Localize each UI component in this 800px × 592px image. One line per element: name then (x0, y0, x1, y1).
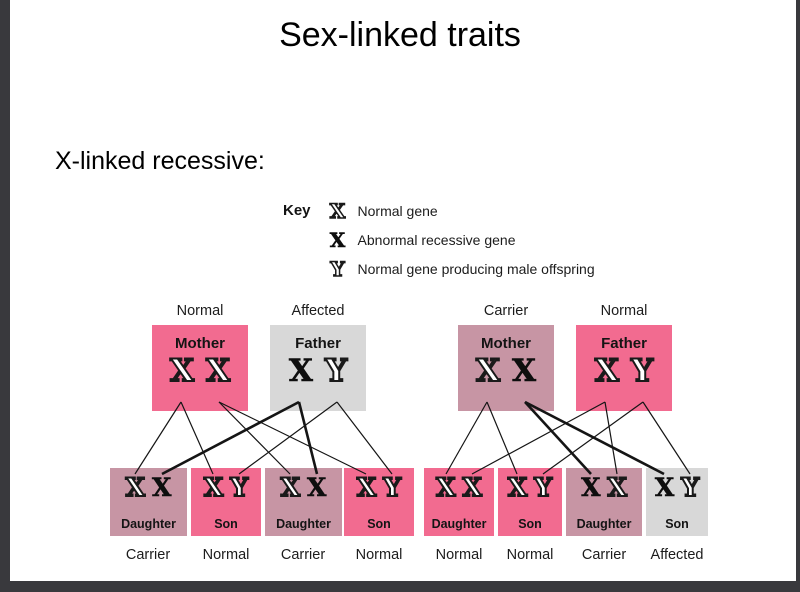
gene-letter: X (475, 353, 501, 389)
gene-letter: X (435, 473, 456, 502)
parent-box-mother: Mother X X (152, 325, 248, 411)
gene-pair: X X (581, 473, 628, 502)
gene-pair: X X (169, 353, 231, 389)
child-role: Daughter (576, 517, 632, 531)
gene-letter: X (125, 473, 146, 502)
subtitle-x-linked-recessive: X-linked recessive: (55, 147, 265, 175)
y-gene-icon: Y (330, 257, 346, 281)
key-label: Key (283, 202, 311, 219)
gene-letter: X (606, 473, 627, 502)
child-box-daughter: X X Daughter (424, 468, 494, 536)
key-item-normal-gene: X Normal gene (327, 198, 595, 224)
gene-pair: X X (435, 473, 483, 502)
gene-letter: X (280, 473, 301, 502)
child-status-label: Normal (355, 547, 403, 563)
gene-pair: X Y (507, 473, 553, 502)
gene-letter: X (205, 353, 231, 389)
parent-status-label: Normal (176, 303, 224, 319)
child-status-label: Carrier (280, 547, 326, 563)
key-item-y-gene: Y Normal gene producing male offspring (327, 256, 595, 282)
gene-pair: X X (475, 353, 537, 389)
child-status-label: Normal (202, 547, 250, 563)
gene-pair: X Y (203, 473, 249, 502)
gene-letter: X (152, 473, 172, 502)
child-box-son: X Y Son (498, 468, 562, 536)
gene-letter: X (288, 353, 314, 389)
child-role: Son (518, 517, 542, 531)
child-box-daughter: X X Daughter (110, 468, 187, 536)
parent-role: Father (601, 335, 647, 352)
gene-letter: X (461, 473, 482, 502)
child-box-son: X Y Son (646, 468, 708, 536)
gene-letter: Y (533, 473, 553, 502)
child-role: Daughter (121, 517, 176, 531)
gene-letter: Y (229, 473, 249, 502)
child-role: Daughter (276, 517, 331, 531)
child-status-label: Carrier (581, 547, 627, 563)
parent-status-label: Carrier (483, 303, 529, 319)
parent-box-mother: Mother X X (458, 325, 554, 411)
gene-letter: X (581, 473, 601, 502)
key-legend: Key X Normal gene X Abnormal recessive g… (283, 198, 595, 282)
child-status-label: Normal (506, 547, 554, 563)
child-role: Son (367, 517, 391, 531)
child-role: Daughter (431, 517, 487, 531)
parent-status-label: Normal (600, 303, 648, 319)
gene-pair: X Y (594, 353, 654, 389)
gene-letter: Y (382, 473, 402, 502)
gene-letter: X (203, 473, 224, 502)
gene-letter: Y (630, 353, 654, 389)
child-box-daughter: X X Daughter (566, 468, 642, 536)
gene-letter: Y (324, 353, 348, 389)
key-item-text: Normal gene producing male offspring (357, 261, 595, 277)
gene-pair: X Y (356, 473, 402, 502)
key-item-text: Abnormal recessive gene (357, 232, 516, 248)
parent-role: Mother (481, 335, 531, 352)
gene-letter: Y (680, 473, 700, 502)
gene-pair: X X (125, 473, 172, 502)
gene-pair: X Y (288, 353, 349, 389)
child-box-son: X Y Son (191, 468, 261, 536)
gene-pair: X Y (654, 473, 701, 502)
parent-box-father: Father X Y (270, 325, 366, 411)
child-status-label: Affected (650, 547, 704, 563)
normal-gene-icon: X (329, 199, 346, 223)
parent-role: Father (295, 335, 341, 352)
child-role: Son (214, 517, 238, 531)
child-box-daughter: X X Daughter (265, 468, 342, 536)
gene-letter: X (169, 353, 195, 389)
child-status-label: Carrier (125, 547, 171, 563)
gene-letter: X (512, 353, 537, 389)
child-box-son: X Y Son (344, 468, 414, 536)
child-role: Son (665, 517, 689, 531)
key-item-text: Normal gene (357, 203, 438, 219)
parent-status-label: Affected (291, 303, 345, 319)
abnormal-gene-icon: X (329, 228, 346, 252)
parent-role: Mother (175, 335, 225, 352)
gene-letter: X (356, 473, 377, 502)
page-title: Sex-linked traits (279, 16, 521, 54)
key-items: X Normal gene X Abnormal recessive gene … (327, 198, 595, 282)
gene-letter: X (594, 353, 620, 389)
child-status-label: Normal (435, 547, 483, 563)
gene-pair: X X (280, 473, 327, 502)
gene-letter: X (507, 473, 528, 502)
parent-box-father: Father X Y (576, 325, 672, 411)
key-item-abnormal-gene: X Abnormal recessive gene (327, 227, 595, 253)
gene-letter: X (654, 473, 675, 502)
gene-letter: X (307, 473, 327, 502)
